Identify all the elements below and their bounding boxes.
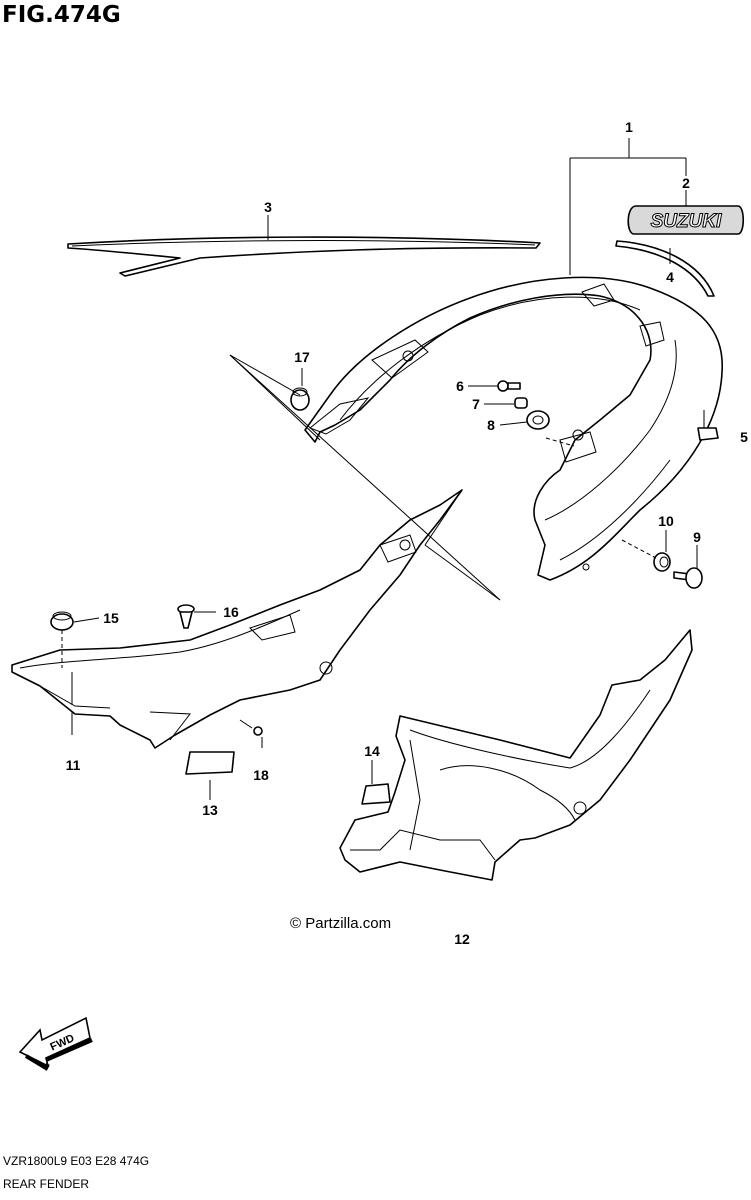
- part-4-strip: [615, 240, 715, 297]
- callout-16: 16: [223, 604, 239, 620]
- callout-6: 6: [456, 378, 464, 394]
- callout-17: 17: [294, 349, 310, 365]
- footer-caption: REAR FENDER: [3, 1177, 90, 1191]
- callout-15: 15: [103, 610, 119, 626]
- footer-code: VZR1800L9 E03 E28 474G: [3, 1154, 150, 1168]
- part-2-emblem: SUZUKI: [627, 205, 745, 235]
- callout-11: 11: [66, 757, 81, 773]
- leader-lines: [61, 138, 698, 800]
- callout-5: 5: [740, 429, 748, 445]
- callout-10: 10: [658, 513, 674, 529]
- callout-4: 4: [666, 269, 674, 285]
- fwd-arrow-icon: FWD: [18, 1016, 93, 1071]
- callout-7: 7: [472, 396, 480, 412]
- part-13-pad: [185, 751, 235, 775]
- part-8-grommet: [526, 410, 550, 430]
- part-7-collar: [514, 397, 528, 409]
- callout-18: 18: [253, 767, 269, 783]
- part-17-grommet: [290, 387, 310, 411]
- part-3-stripe: [67, 236, 541, 277]
- part-6-screw: [497, 380, 521, 392]
- part-15-grommet: [50, 611, 74, 631]
- callout-13: 13: [202, 802, 218, 818]
- callout-12: 12: [454, 931, 470, 947]
- part-1-rear-cowl: [304, 276, 723, 581]
- part-5-clip: [697, 410, 719, 441]
- part-16-clip: [177, 604, 195, 629]
- part-10-grommet: [653, 552, 671, 572]
- callout-3: 3: [264, 199, 272, 215]
- figure-title: FIG.474G: [2, 2, 121, 28]
- callout-14: 14: [364, 743, 380, 759]
- part-12-right-panel: [339, 629, 693, 881]
- part-14-pad: [361, 783, 391, 805]
- part-11-left-panel: [11, 489, 463, 749]
- watermark-text: © Partzilla.com: [290, 915, 391, 932]
- part-9-bolt: [673, 567, 703, 589]
- callout-9: 9: [693, 529, 701, 545]
- suzuki-emblem-text: SUZUKI: [651, 211, 722, 232]
- part-18-screw: [239, 719, 263, 736]
- callout-2: 2: [682, 175, 690, 191]
- callout-1: 1: [625, 119, 633, 135]
- callout-8: 8: [487, 417, 495, 433]
